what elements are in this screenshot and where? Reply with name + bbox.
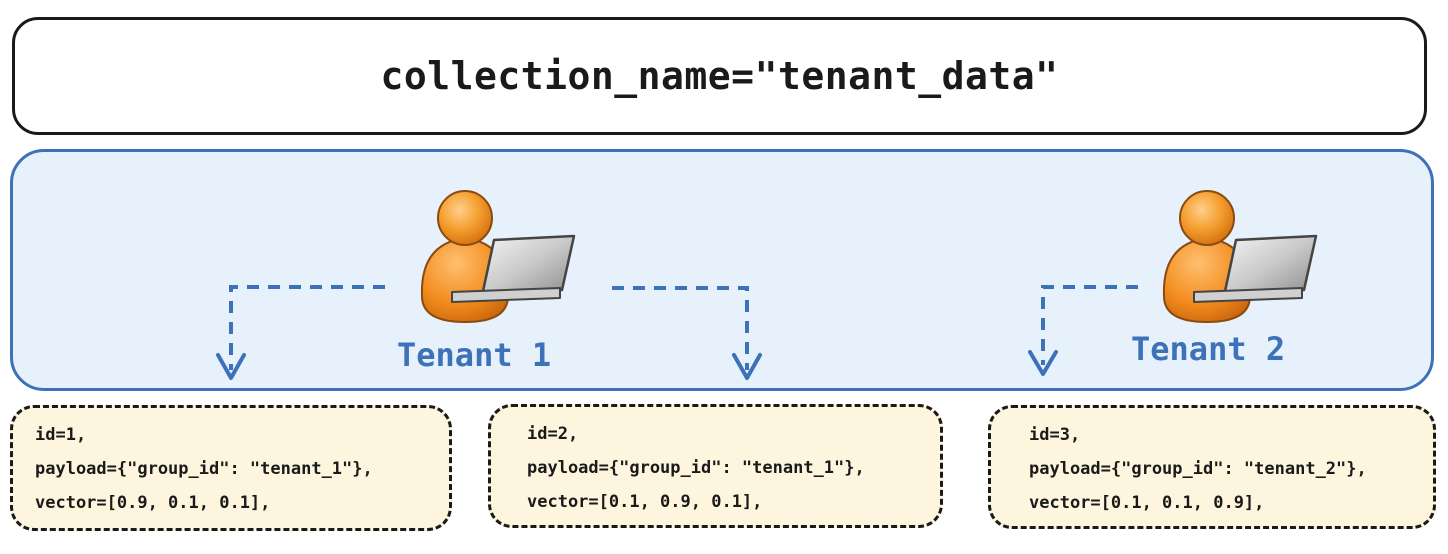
record-vector: vector=[0.1, 0.9, 0.1],: [527, 492, 763, 512]
user-laptop-icon: [420, 190, 576, 324]
record-id: id=3,: [1029, 425, 1081, 445]
record-vector: vector=[0.1, 0.1, 0.9],: [1029, 493, 1265, 513]
record-card-2: id=2, payload={"group_id": "tenant_1"}, …: [488, 404, 943, 528]
collection-header: collection_name="tenant_data": [12, 17, 1427, 135]
tenant-2-label: Tenant 2: [1131, 330, 1286, 368]
collection-name-title: collection_name="tenant_data": [380, 54, 1059, 98]
tenant-1-label: Tenant 1: [397, 336, 552, 374]
record-card-1: id=1, payload={"group_id": "tenant_1"}, …: [10, 405, 452, 531]
record-payload: payload={"group_id": "tenant_1"},: [527, 458, 865, 478]
record-payload: payload={"group_id": "tenant_1"},: [35, 459, 373, 479]
record-id: id=2,: [527, 424, 579, 444]
user-laptop-icon: [1162, 190, 1318, 324]
record-id: id=1,: [35, 425, 87, 445]
record-vector: vector=[0.9, 0.1, 0.1],: [35, 493, 271, 513]
record-payload: payload={"group_id": "tenant_2"},: [1029, 459, 1367, 479]
record-card-3: id=3, payload={"group_id": "tenant_2"}, …: [988, 405, 1436, 529]
